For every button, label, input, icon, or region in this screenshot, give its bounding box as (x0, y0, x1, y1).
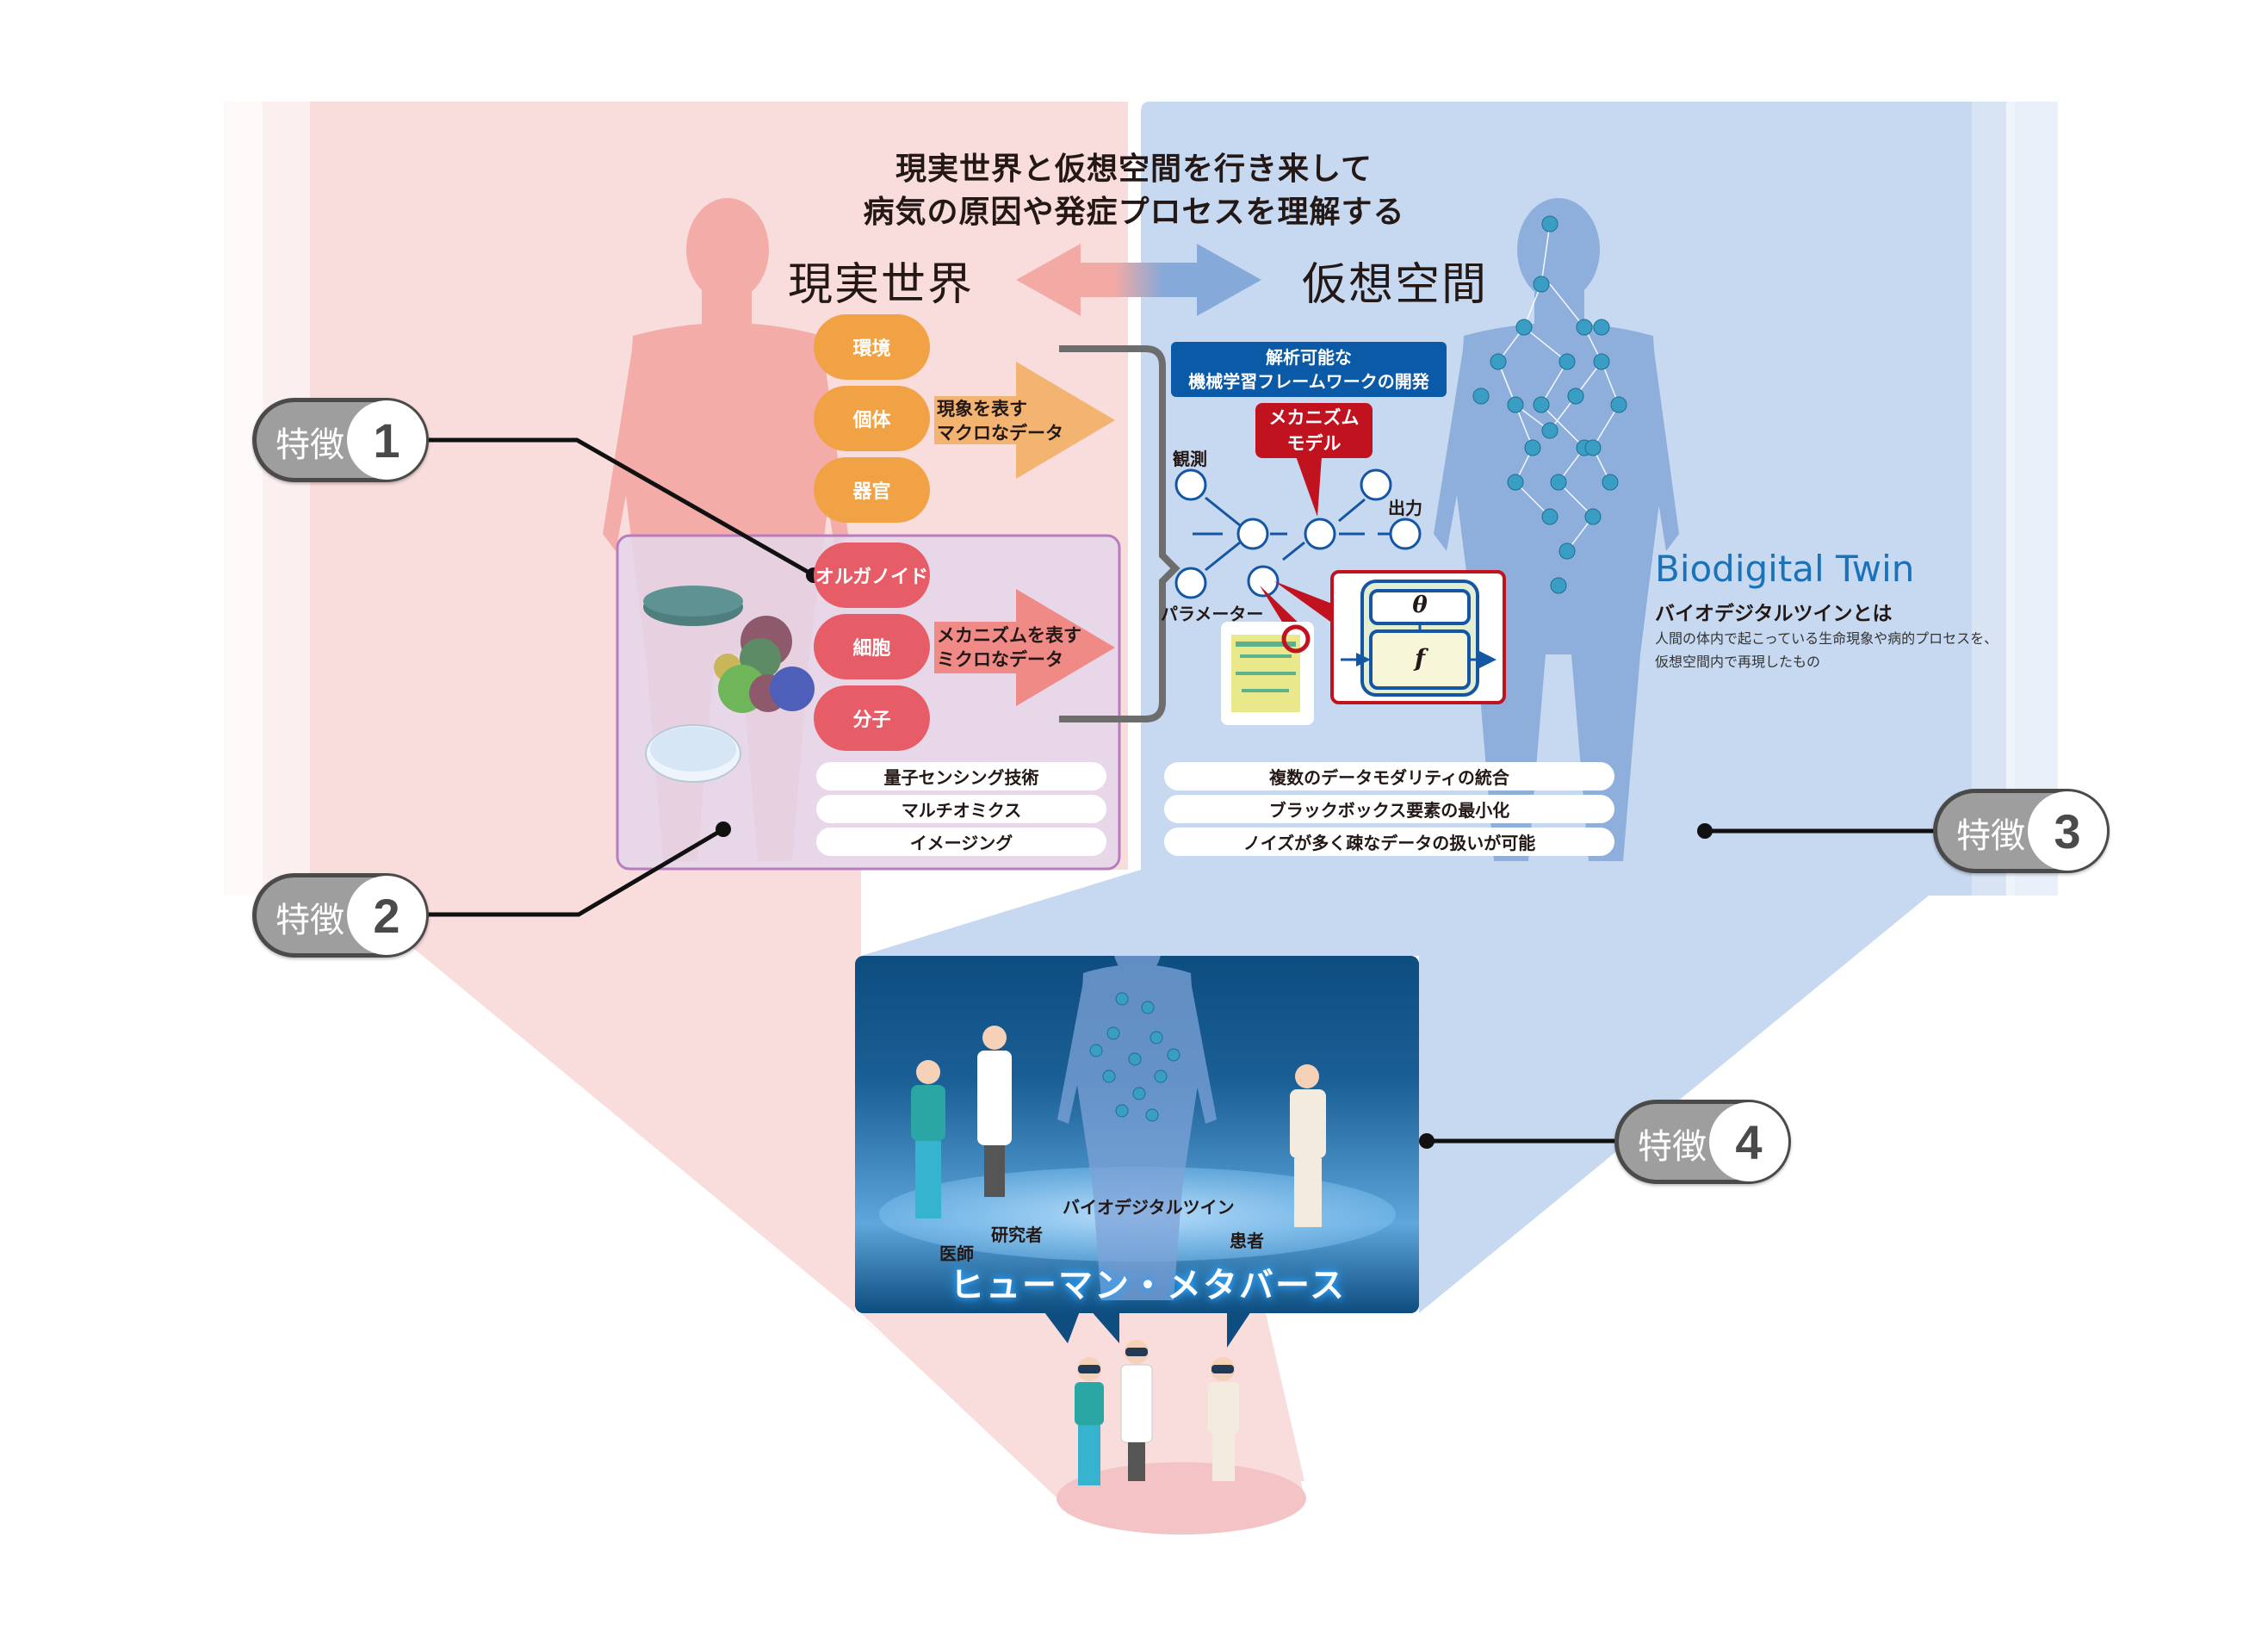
micro-data-arrow (934, 589, 1115, 706)
main-title: 現実世界と仮想空間を行き来して 病気の原因や発症プロセスを理解する (0, 148, 2268, 234)
title-line-2: 病気の原因や発症プロセスを理解する (863, 195, 1405, 230)
twin-label: バイオデジタルツイン (1063, 1197, 1235, 1218)
organoid-image (643, 586, 743, 626)
tech-multi-omics: マルチオミクス (816, 795, 1106, 823)
micro-item-molecule: 分子 (814, 685, 930, 751)
doctor-figure (911, 1060, 945, 1218)
macro-item-individual: 個体 (814, 386, 930, 451)
petri-dish-image (645, 724, 741, 783)
mechanism-model-callout: メカニズム モデル (1255, 403, 1373, 458)
macro-item-organ: 器官 (814, 457, 930, 523)
micro-arrow-label: メカニズムを表す ミクロなデータ (937, 625, 1081, 670)
bidirectional-arrow (1016, 244, 1261, 316)
parameter-label: パラメーター (1161, 604, 1264, 624)
feature-multimodal-integration: 複数のデータモダリティの統合 (1164, 762, 1614, 790)
metaverse-tail-2 (1089, 1309, 1119, 1343)
macro-arrow-label: 現象を表す マクロなデータ (937, 399, 1063, 443)
researcher-label: 研究者 (991, 1224, 1043, 1245)
metaverse-scene (855, 956, 1419, 1313)
macro-data-arrow (934, 362, 1115, 479)
patient-figure (1290, 1064, 1326, 1227)
floor-ellipse (1057, 1462, 1306, 1534)
feature-blackbox-minimization: ブラックボックス要素の最小化 (1164, 795, 1614, 823)
vr-people (1075, 1340, 1239, 1485)
function-symbol: f (1414, 644, 1426, 673)
feature-sparse-noisy-data: ノイズが多く疎なデータの扱いが可能 (1164, 828, 1614, 856)
doctor-label: 医師 (939, 1243, 974, 1264)
cell-cluster-image (714, 616, 815, 713)
feature-badge-2: 特徴 2 (252, 873, 429, 958)
virtual-space-label: 仮想空間 (1302, 259, 1489, 311)
bracket-connector (1059, 345, 1180, 722)
title-line-1: 現実世界と仮想空間を行き来して (895, 152, 1373, 187)
ml-network-diagram (1174, 468, 1422, 599)
feature-badge-4: 特徴 4 (1614, 1100, 1791, 1184)
network-nodes (1472, 215, 1627, 594)
metaverse-tail-3 (1227, 1309, 1253, 1348)
tech-imaging: イメージング (816, 828, 1106, 856)
observation-label: 観測 (1173, 449, 1207, 469)
mechanism-callout-tail (1296, 456, 1322, 517)
micro-item-organoid: オルガノイド (814, 542, 930, 608)
biodigital-twin-title: Biodigital Twin (1655, 548, 1915, 590)
researcher-figure (977, 1026, 1012, 1197)
ml-framework-header: 解析可能な 機械学習フレームワークの開発 (1171, 342, 1447, 397)
feature-badge-3: 特徴 3 (1933, 789, 2110, 873)
metaverse-tail-1 (1042, 1309, 1081, 1343)
macro-item-environment: 環境 (814, 314, 930, 380)
biodigital-twin-description: 人間の体内で起こっている生命現象や病的プロセスを、 仮想空間内で再現したもの (1655, 630, 1998, 670)
biodigital-twin-subtitle: バイオデジタルツインとは (1655, 603, 1893, 625)
badge-connectors (426, 437, 1937, 1144)
output-label: 出力 (1388, 498, 1422, 518)
feature-badge-1: 特徴 1 (252, 398, 429, 482)
micro-item-cell: 細胞 (814, 614, 930, 679)
human-metaverse-panel: バイオデジタルツイン 研究者 医師 患者 ヒューマン・メタバース (855, 956, 1419, 1313)
patient-label: 患者 (1230, 1231, 1264, 1251)
real-world-label: 現実世界 (788, 259, 975, 311)
metaverse-title: ヒューマン・メタバース (950, 1266, 1346, 1305)
theta-symbol: θ (1412, 592, 1428, 618)
tech-quantum-sensing: 量子センシング技術 (816, 762, 1106, 790)
